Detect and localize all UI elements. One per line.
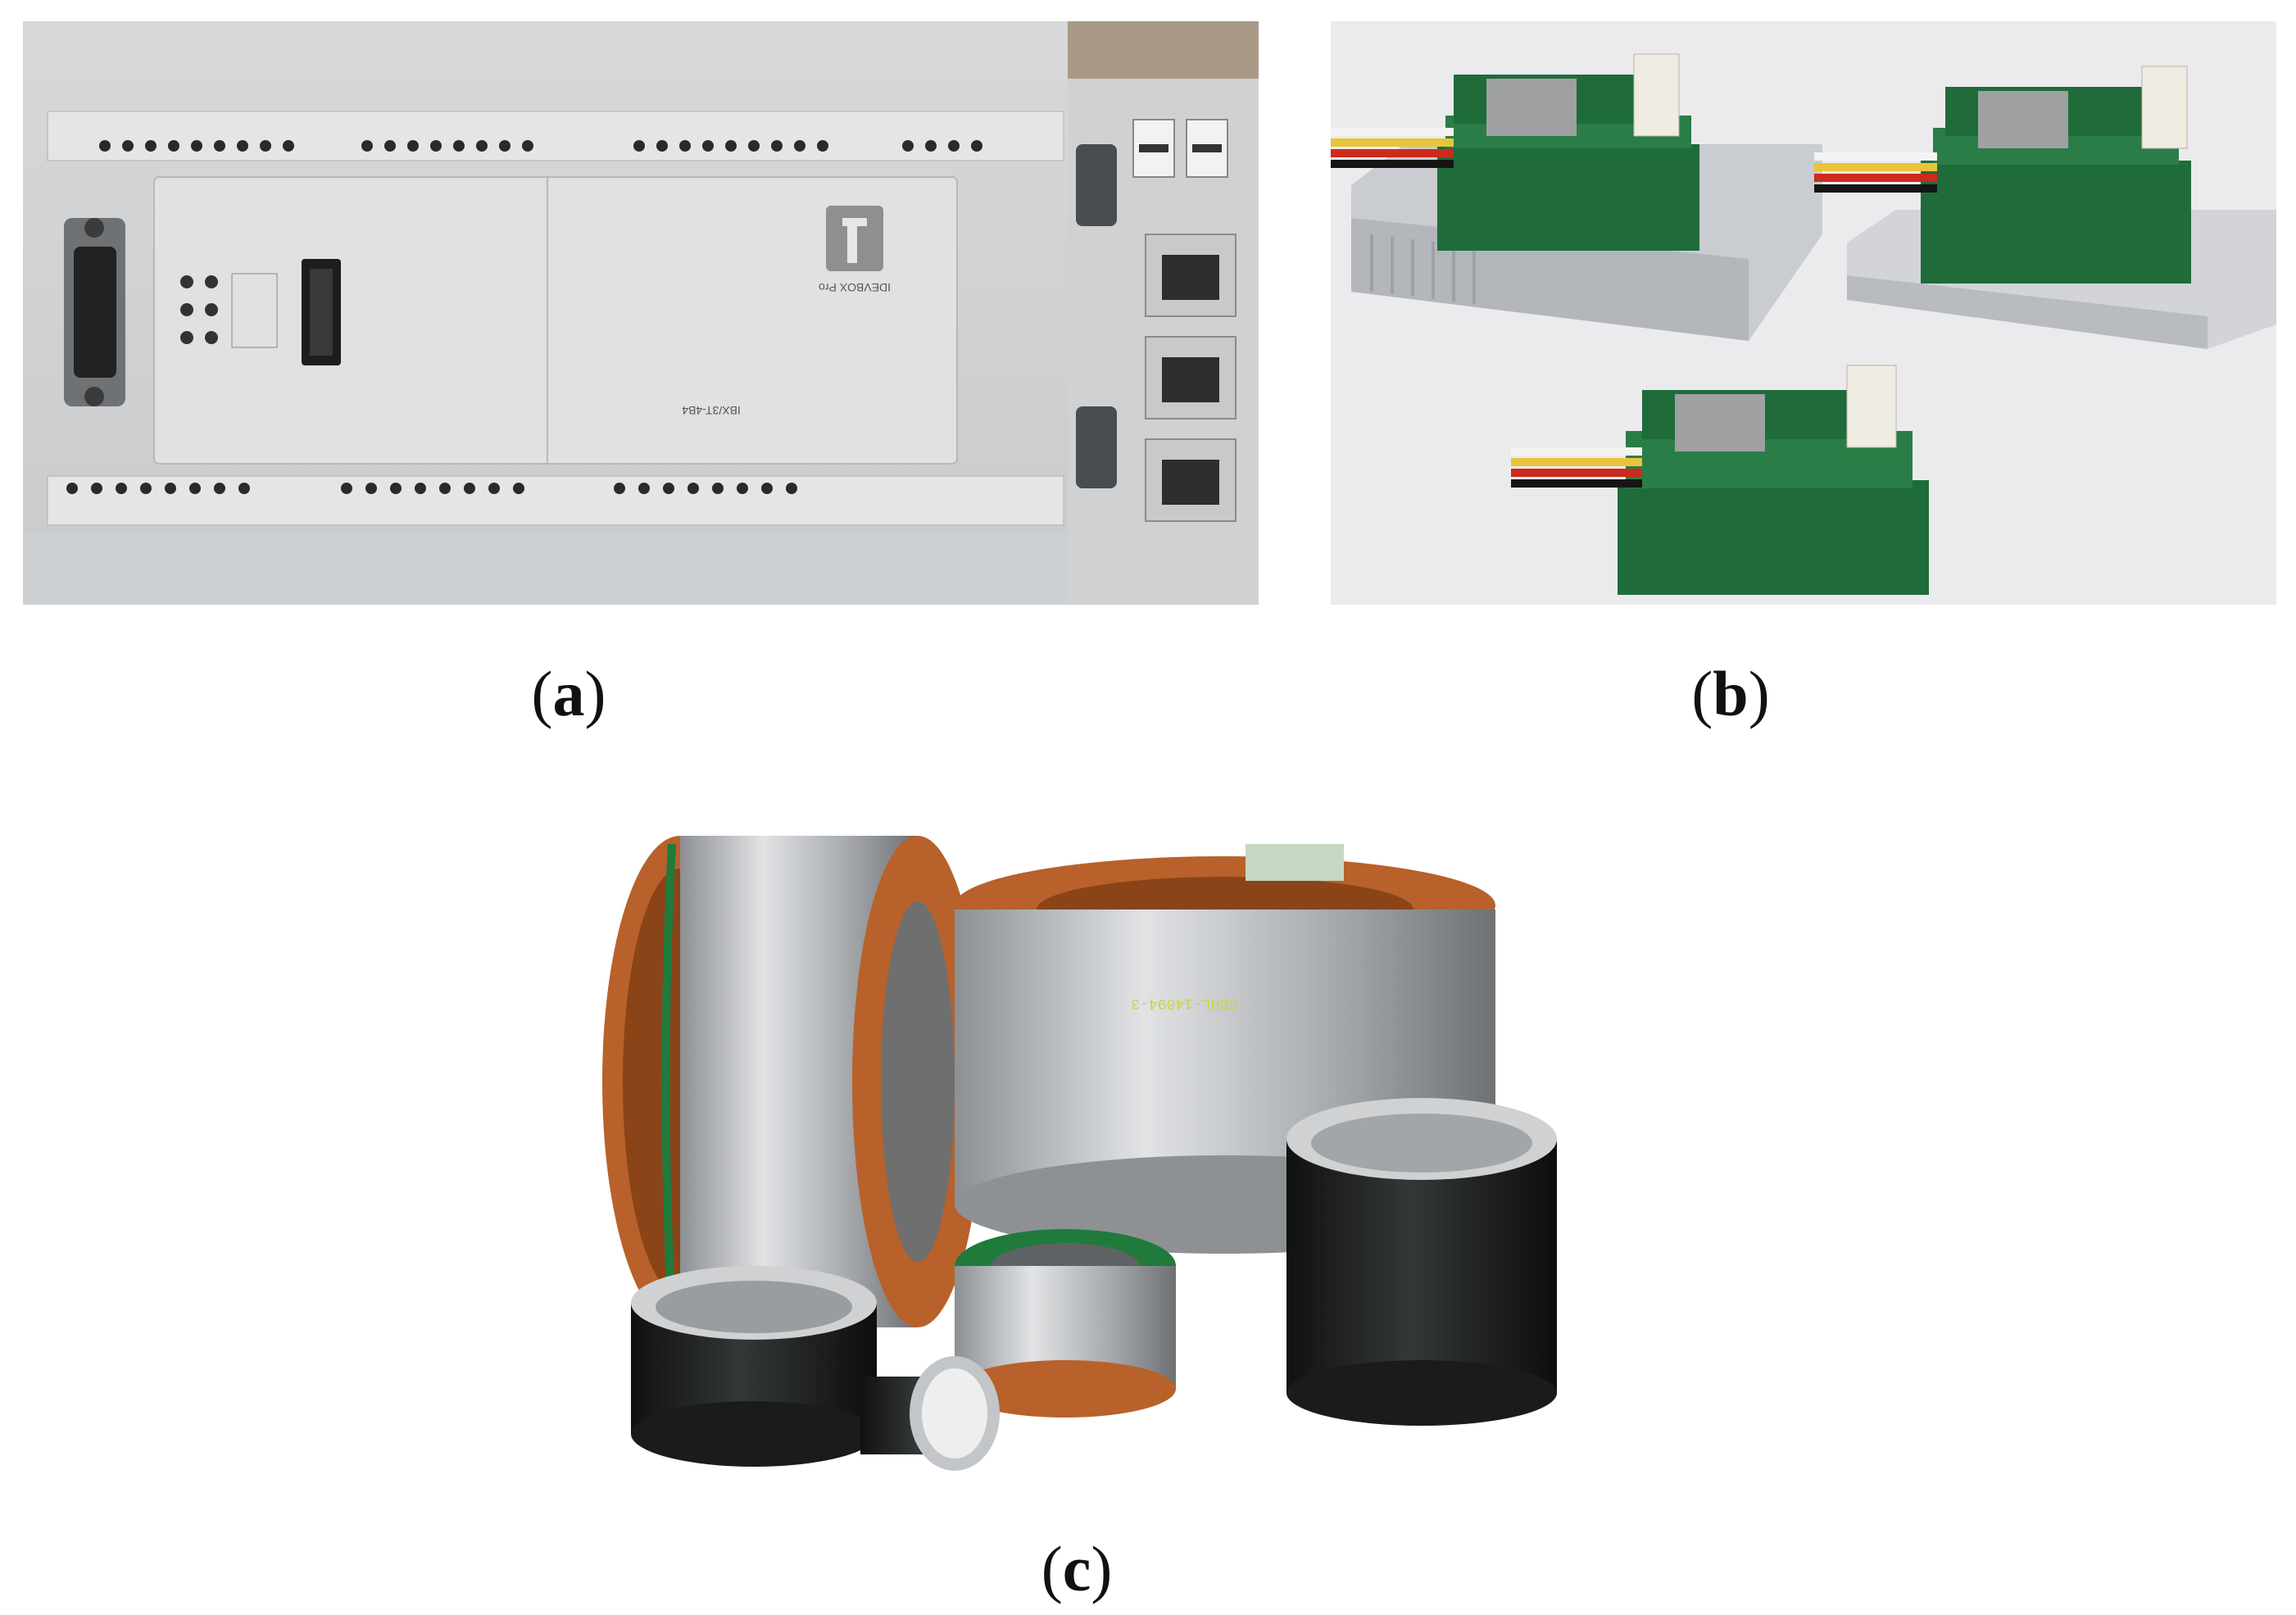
stator-large-left <box>602 836 983 1327</box>
rotor-black-small <box>860 1356 1000 1471</box>
model-label: IBX/3T-4B4 <box>682 404 741 417</box>
caption-c: (c) <box>1041 1533 1113 1604</box>
brand-label: IDEVBOX Pro <box>819 281 891 294</box>
photo-servo-drives <box>1331 21 2276 605</box>
caption-a: (a) <box>531 658 606 729</box>
photo-frameless-motors: CDHL-14094-3 <box>590 811 1737 1483</box>
rotor-black-left <box>631 1266 877 1467</box>
caption-b: (b) <box>1691 658 1770 729</box>
svg-text:CDHL-14094-3: CDHL-14094-3 <box>1131 995 1237 1011</box>
photo-plc-controller: IDEVBOX Pro IBX/3T-4B4 <box>23 21 1259 605</box>
servo-drive-module <box>1511 365 1929 595</box>
servo-drive-module <box>1331 53 1822 341</box>
rotor-black-right <box>1286 1098 1557 1426</box>
servo-drive-module <box>1814 66 2276 349</box>
stator-small <box>955 1229 1176 1418</box>
